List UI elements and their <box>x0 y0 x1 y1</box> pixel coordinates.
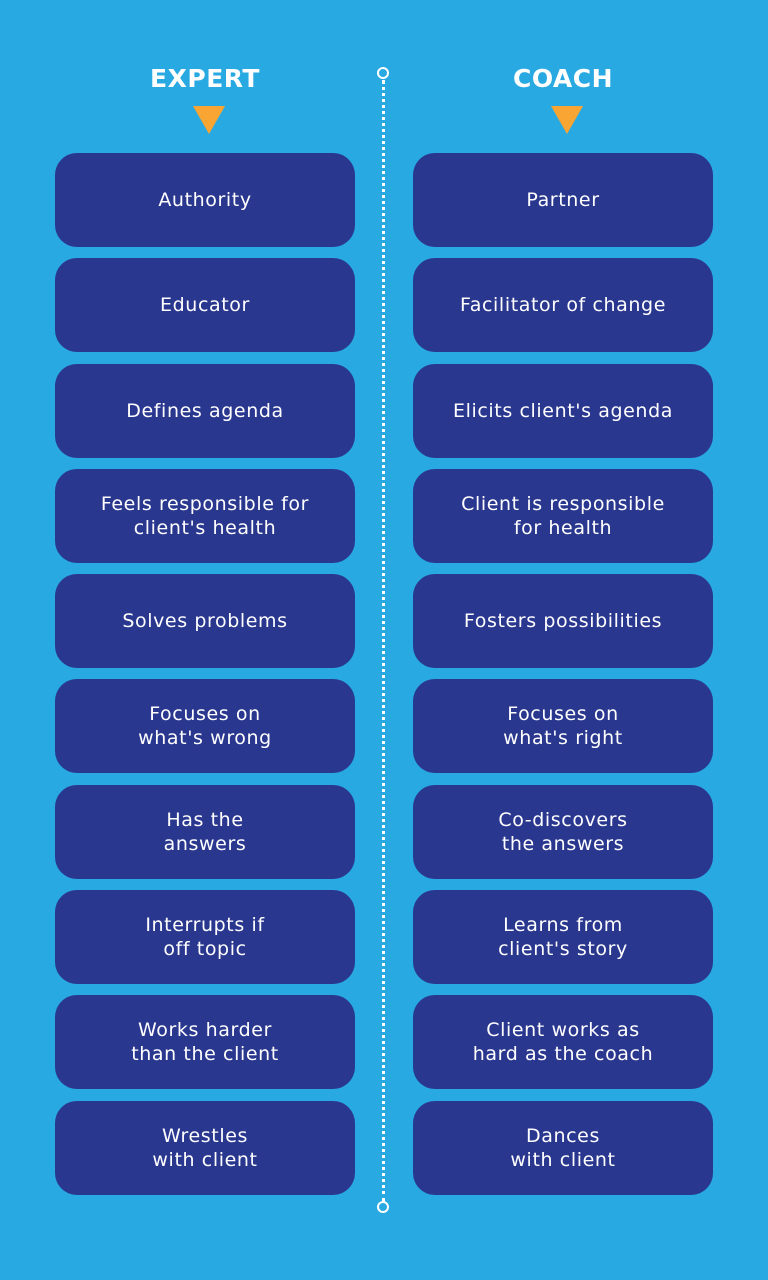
expert-item: Solves problems <box>55 574 355 669</box>
expert-item: Educator <box>55 258 355 353</box>
coach-item: Client works as hard as the coach <box>413 995 713 1090</box>
divider-line <box>382 80 385 1202</box>
expert-item: Interrupts if off topic <box>55 890 355 985</box>
coach-heading: COACH <box>512 64 614 93</box>
coach-item: Focuses on what's right <box>413 679 713 774</box>
expert-item: Wrestles with client <box>55 1100 355 1195</box>
divider-top-dot-icon <box>377 67 389 79</box>
coach-item: Facilitator of change <box>413 258 713 353</box>
expert-item: Defines agenda <box>55 363 355 458</box>
coach-arrow-icon <box>551 106 583 134</box>
coach-item: Co-discovers the answers <box>413 784 713 879</box>
coach-item: Learns from client's story <box>413 890 713 985</box>
expert-heading: EXPERT <box>150 64 260 93</box>
coach-item: Elicits client's agenda <box>413 363 713 458</box>
expert-item: Has the answers <box>55 784 355 879</box>
coach-item: Dances with client <box>413 1100 713 1195</box>
expert-item: Authority <box>55 153 355 247</box>
expert-item: Works harder than the client <box>55 995 355 1090</box>
expert-arrow-icon <box>193 106 225 134</box>
coach-item: Partner <box>413 153 713 247</box>
divider-bottom-dot-icon <box>377 1201 389 1213</box>
coach-item: Fosters possibilities <box>413 574 713 669</box>
expert-item: Feels responsible for client's health <box>55 468 355 563</box>
expert-item: Focuses on what's wrong <box>55 679 355 774</box>
coach-item: Client is responsible for health <box>413 468 713 563</box>
